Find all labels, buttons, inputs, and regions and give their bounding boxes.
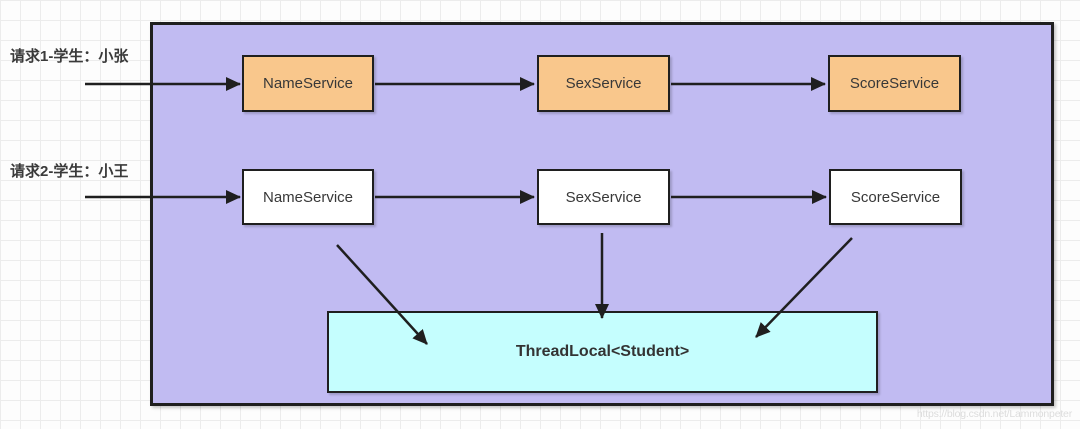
row1-score-service-label: ScoreService xyxy=(849,75,940,92)
row1-name-service-box: NameService xyxy=(242,55,374,112)
watermark-text: https://blog.csdn.net/Lammonpeter xyxy=(916,408,1072,420)
row2-sex-service-label: SexService xyxy=(565,188,642,206)
request1-label: 请求1-学生：小张 xyxy=(10,48,129,65)
threadlocal-student-box: ThreadLocal<Student> xyxy=(327,311,878,393)
row1-score-service-box: ScoreService xyxy=(828,55,961,112)
threadlocal-student-label: ThreadLocal<Student> xyxy=(515,343,690,360)
row2-sex-service-box: SexService xyxy=(537,169,670,225)
row2-score-service-box: ScoreService xyxy=(829,169,962,225)
row1-sex-service-box: SexService xyxy=(537,55,670,112)
row1-sex-service-label: SexService xyxy=(565,75,642,92)
request2-label: 请求2-学生：小王 xyxy=(10,163,129,180)
row2-score-service-label: ScoreService xyxy=(850,188,941,206)
row2-name-service-label: NameService xyxy=(262,188,354,206)
row1-name-service-label: NameService xyxy=(262,75,354,92)
row2-name-service-box: NameService xyxy=(242,169,374,225)
